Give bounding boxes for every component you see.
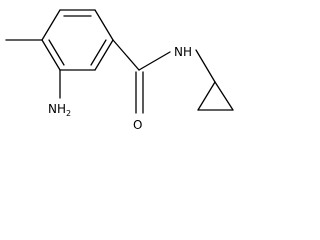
aryl-carbonyl-bond [112, 39, 140, 71]
cyclopropyl-bond-1 [197, 81, 216, 111]
ring-inner-double-left [48, 39, 65, 66]
molecule-structure: NH2 O NH [5, 9, 234, 132]
cyclopropyl-ring [197, 81, 234, 111]
ring-bond-c5-c6 [41, 39, 61, 71]
ring-bond-c3-c4 [94, 39, 114, 71]
benzene-ring [41, 9, 114, 71]
ring-inner-double-right [90, 39, 107, 66]
amide-c-n-bond [138, 51, 171, 71]
carbonyl-oxygen-label: O [133, 118, 142, 132]
ring-bond-c2-c3 [94, 9, 114, 41]
amide-nitrogen-label: NH [174, 45, 192, 59]
ring-bond-c6-c1 [41, 9, 61, 41]
cyclopropyl-bond-3 [214, 81, 234, 111]
amine-label: NH2 [48, 102, 71, 118]
n-cyclopropyl-bond [195, 49, 216, 83]
